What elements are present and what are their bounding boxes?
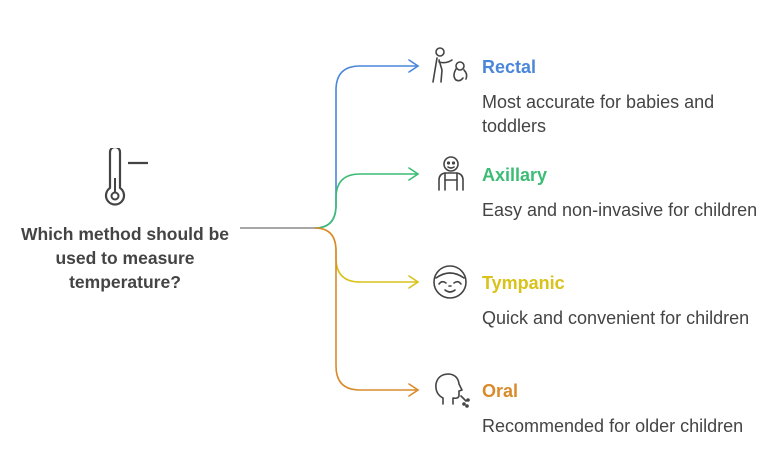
branch-title-tympanic: Tympanic	[482, 273, 565, 293]
central-question: Which method should be used to measure t…	[20, 224, 230, 292]
connector-tympanic	[314, 227, 418, 283]
head-profile-icon	[435, 373, 470, 408]
baby-crawling-icon	[432, 47, 468, 83]
branch-title-rectal: Rectal	[482, 57, 537, 77]
connector-rectal	[314, 65, 418, 229]
connector-oral	[314, 227, 418, 391]
branch-desc-axillary: Easy and non-invasive for children	[482, 200, 758, 220]
face-ear-icon	[433, 265, 467, 299]
branch-desc-rectal: Most accurate for babies and toddlers	[482, 92, 715, 136]
child-figure-icon	[438, 156, 464, 191]
thermometer-icon	[104, 148, 148, 206]
branch-desc-oral: Recommended for older children	[482, 416, 744, 436]
branch-title-axillary: Axillary	[482, 165, 548, 185]
branch-title-oral: Oral	[482, 381, 519, 401]
connector-axillary	[314, 173, 418, 229]
branch-desc-tympanic: Quick and convenient for children	[482, 308, 750, 328]
